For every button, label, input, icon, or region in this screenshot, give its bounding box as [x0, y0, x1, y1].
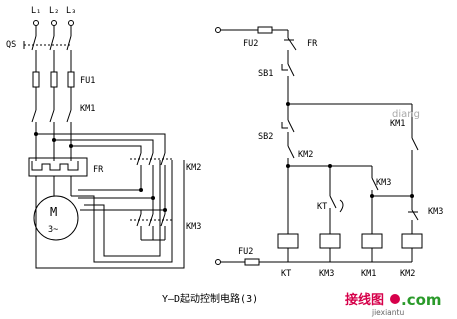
- sb1-label: SB1: [258, 69, 273, 79]
- terminal-l1: [33, 20, 39, 26]
- fr-control-label: FR: [307, 39, 318, 49]
- phase-l1-label: L₁: [31, 6, 41, 16]
- km2-no-contact: [287, 145, 295, 166]
- terminal-l2: [51, 20, 57, 26]
- watermark-chinese: 接线图: [345, 292, 384, 308]
- km3-nc-contact: [408, 209, 419, 234]
- motor-letter: M: [50, 205, 57, 219]
- km1-main-contacts: [31, 109, 72, 128]
- motor-phase: 3~: [48, 225, 58, 235]
- coil-km3: [319, 233, 341, 249]
- fu2-top-label: FU2: [243, 39, 258, 49]
- sb2-label: SB2: [258, 132, 273, 142]
- km1-power-label: KM1: [80, 104, 95, 114]
- qs-label: QS: [6, 40, 16, 50]
- fu2-bottom-label: FU2: [238, 247, 253, 257]
- node-dot: [410, 194, 414, 198]
- qs-switch: [23, 35, 72, 51]
- phase-l3-label: L₃: [66, 6, 76, 16]
- km3-contact-label: KM3: [376, 178, 391, 188]
- fu1-label: FU1: [80, 76, 95, 86]
- km1-hold-contact: [411, 104, 419, 210]
- km3-right-label: KM3: [428, 207, 443, 217]
- sb2-start-button: [281, 104, 295, 146]
- km3-no-contact: [371, 166, 412, 234]
- terminal-l3: [68, 20, 74, 26]
- coil-km1: [361, 233, 383, 249]
- coil-km2: [401, 233, 423, 249]
- watermark-domain: jiexiantu: [371, 308, 404, 317]
- node-dot: [370, 194, 374, 198]
- coil-km2-label: KM2: [400, 269, 415, 279]
- power-circuit: L₁ L₂ L₃ QS FU1: [6, 6, 201, 269]
- node-dot: [163, 208, 167, 212]
- fu2-bottom-fuse: [244, 258, 260, 266]
- km2-contacts: [130, 152, 172, 176]
- control-terminal-top: [215, 27, 221, 33]
- fr-power-label: FR: [93, 165, 104, 175]
- diagram-caption: Y—D起动控制电路(3): [162, 292, 258, 305]
- phase-l2-label: L₂: [49, 6, 59, 16]
- motor-m: M 3~: [33, 195, 79, 241]
- watermark-domain-faint: diang: [392, 109, 420, 120]
- coil-km3-label: KM3: [319, 269, 334, 279]
- km1-contact-label: KM1: [390, 119, 405, 129]
- sb1-stop-button: [281, 56, 295, 104]
- fu2-top-fuse: [257, 26, 273, 34]
- coil-kt-label: KT: [281, 269, 291, 279]
- node-dot: [139, 188, 143, 192]
- node-dot: [151, 196, 155, 200]
- km2-contact-label: KM2: [298, 150, 313, 160]
- fr-thermal-relay: [28, 157, 88, 177]
- kt-timed-contact: [329, 166, 344, 234]
- watermark: diang 接线图 .com jiexiantu: [345, 109, 442, 317]
- fr-nc-contact: [284, 30, 297, 56]
- fu1-fuses: [32, 71, 75, 88]
- watermark-dot-icon: [390, 294, 400, 304]
- coil-kt: [277, 233, 299, 249]
- kt-contact-label: KT: [317, 202, 327, 212]
- km3-power-label: KM3: [186, 222, 201, 232]
- control-circuit: FU2 FR SB1 SB2: [215, 26, 443, 279]
- coil-km1-label: KM1: [361, 269, 376, 279]
- watermark-com: .com: [401, 291, 442, 309]
- km2-power-label: KM2: [186, 163, 201, 173]
- control-terminal-bottom: [215, 259, 221, 265]
- km3-contacts: [130, 213, 172, 241]
